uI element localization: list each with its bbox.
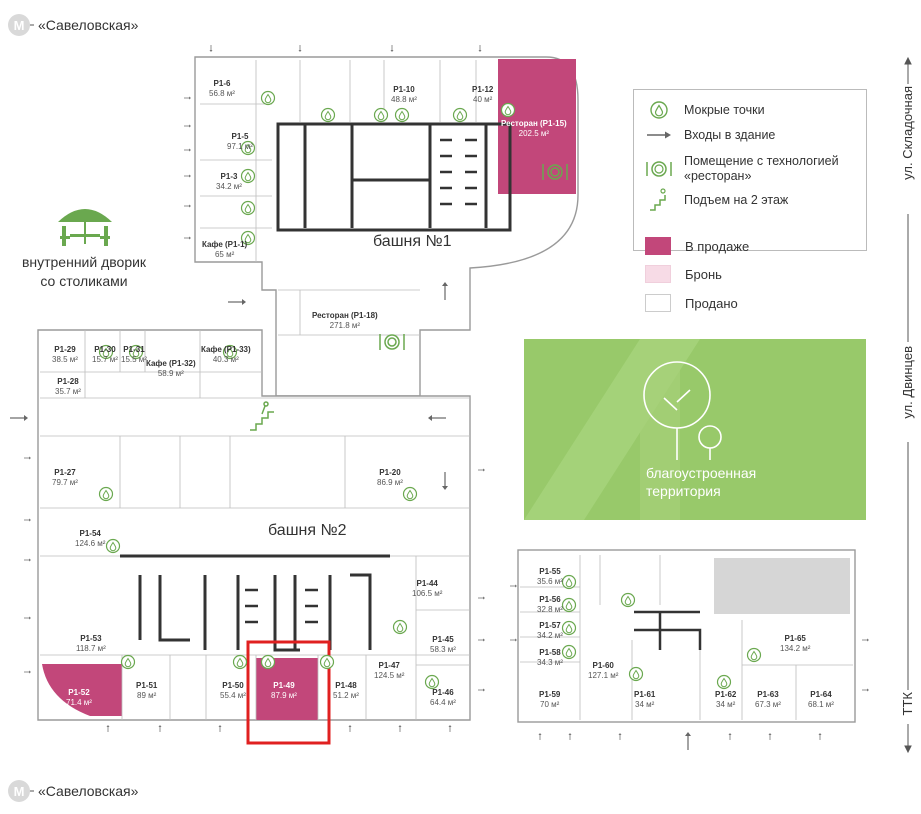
- block-3-walls: [520, 555, 853, 720]
- yard-line2: со столиками: [40, 273, 128, 289]
- entrance-arrow-icon: [647, 131, 671, 139]
- water-drop-icon: [650, 101, 668, 119]
- tower-1-elevators: [440, 138, 477, 206]
- stairs-up-icon: [650, 188, 666, 211]
- swatch-reserved: [645, 265, 671, 283]
- room-P1-32[interactable]: Кафе (Р1-32)58.9 м²: [146, 359, 196, 378]
- restaurant-icon: [646, 161, 672, 177]
- street-skladochnaya: ул. Складочная: [900, 86, 915, 180]
- tower-2-outline: [37, 329, 471, 721]
- status-for-sale: В продаже: [645, 237, 749, 255]
- room-P1-1[interactable]: Кафе (Р1-1)65 м²: [202, 240, 248, 259]
- room-P1-52-fill[interactable]: [42, 664, 122, 716]
- swatch-sold: [645, 294, 671, 312]
- legend-label: Мокрые точки: [684, 103, 765, 117]
- legend-entrance: Входы в здание: [644, 128, 775, 142]
- stairs-up-icon: [250, 401, 274, 431]
- green-line2: территория: [646, 483, 721, 499]
- legend-stairs: Подъем на 2 этаж: [644, 188, 788, 212]
- street-dvintsev: ул. Двинцев: [900, 346, 915, 419]
- tower-1-core: [276, 122, 512, 232]
- yard-line1: внутренний дворик: [21, 254, 147, 270]
- room-P1-33[interactable]: Кафе (Р1-33)40.3 м²: [201, 345, 251, 364]
- tower-2-label: башня №2: [268, 522, 347, 539]
- street-ttk: ТТК: [900, 692, 915, 716]
- legend-label: Помещение с технологией «ресторан»: [684, 154, 839, 183]
- legend-label: Входы в здание: [684, 128, 776, 142]
- tower-2-walls: [40, 330, 470, 720]
- metro-icon: M: [8, 14, 30, 36]
- legend-label: Подъем на 2 этаж: [684, 193, 789, 207]
- restaurant-icon: [379, 164, 568, 350]
- metro-name: «Савеловская»: [38, 783, 139, 799]
- tower-2-core: [120, 554, 390, 652]
- yard-label: внутренний дворик со столиками: [4, 253, 164, 291]
- metro-name: «Савеловская»: [38, 17, 139, 33]
- block-3-core: [634, 610, 702, 650]
- status-sold: Продано: [645, 294, 738, 312]
- status-label: Бронь: [685, 266, 722, 282]
- block-3-outline: [517, 549, 856, 723]
- tower-2-elevators: [245, 588, 318, 624]
- tower-1-walls: [200, 60, 477, 336]
- metro-icon: M: [8, 780, 30, 802]
- legend-restaurant: Помещение с технологией «ресторан»: [644, 154, 854, 184]
- swatch-for-sale: [645, 237, 671, 255]
- tree-icon: [643, 361, 722, 460]
- status-label: Продано: [685, 295, 738, 311]
- metro-bottom: M «Савеловская»: [8, 780, 138, 802]
- legend-wet: Мокрые точки: [644, 100, 765, 120]
- legend: Мокрые точки Входы в здание Помещение с …: [633, 89, 867, 251]
- status-reserved: Бронь: [645, 265, 722, 283]
- room-P1-15[interactable]: Ресторан (Р1-15)202.5 м²: [501, 119, 567, 138]
- status-label: В продаже: [685, 238, 750, 254]
- room-P1-18[interactable]: Ресторан (Р1-18)271.8 м²: [312, 311, 378, 330]
- green-line1: благоустроенная: [646, 465, 757, 481]
- metro-top: M «Савеловская»: [8, 14, 138, 36]
- selected-room-highlight[interactable]: [246, 640, 331, 745]
- green-area-label: благоустроенная территория: [524, 339, 866, 520]
- yard-tables-icon: [58, 209, 112, 246]
- tower-1-label: башня №1: [373, 233, 452, 250]
